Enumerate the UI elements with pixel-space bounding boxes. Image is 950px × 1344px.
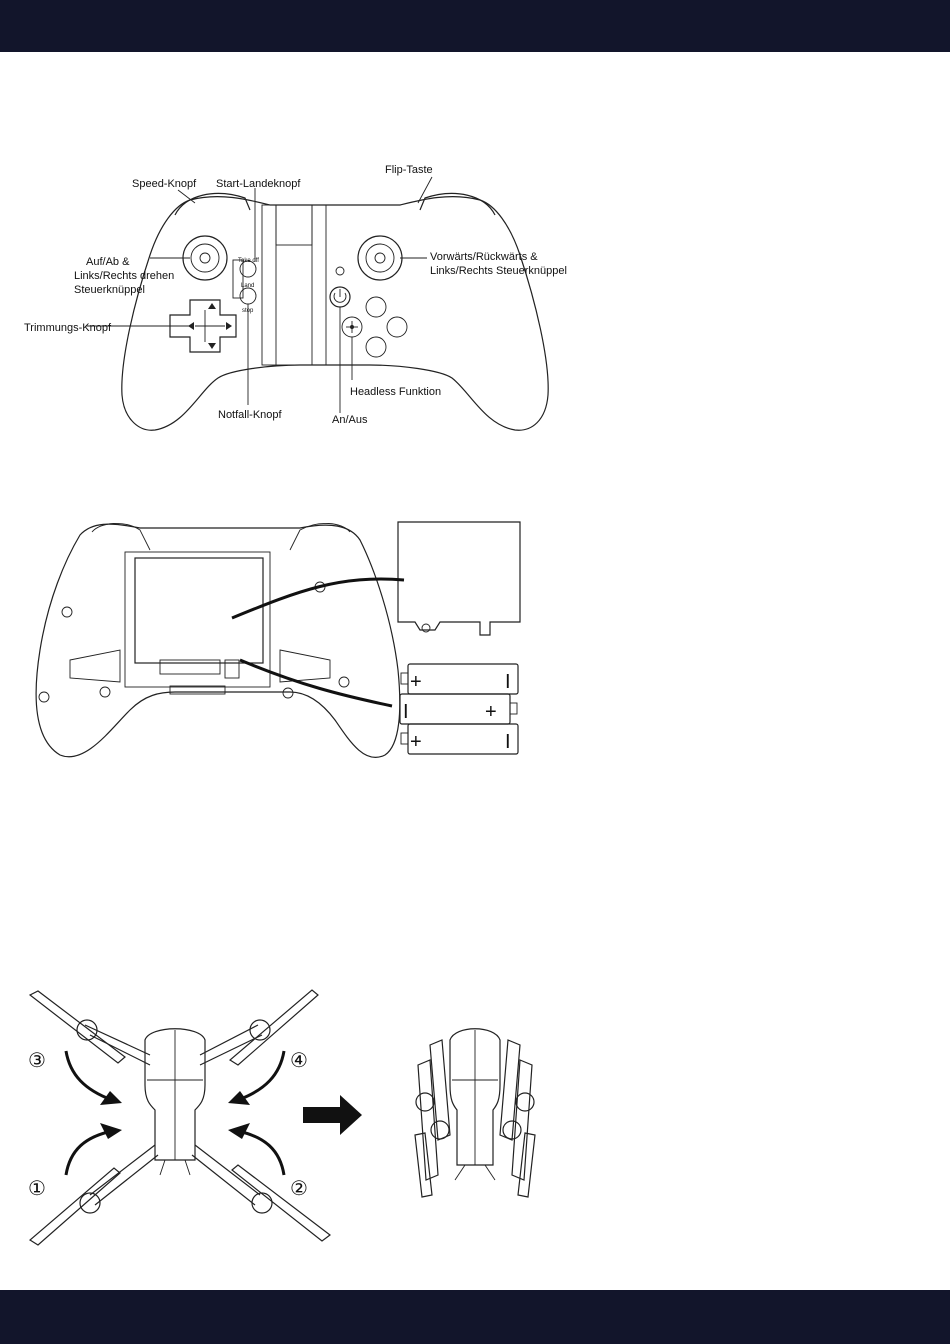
svg-text:+: + (410, 671, 422, 693)
fold-arrow-1 (66, 1131, 112, 1175)
svg-text:I: I (505, 671, 511, 693)
stop-button[interactable] (240, 288, 256, 304)
screw-icon (283, 688, 293, 698)
screw-icon (339, 677, 349, 687)
dpad-down-icon (208, 343, 216, 349)
footer-bar (0, 1290, 950, 1344)
svg-text:I: I (403, 701, 409, 723)
label-power-button: An/Aus (332, 414, 368, 426)
face-button-top[interactable] (366, 297, 386, 317)
connector-line-batteries (240, 660, 392, 706)
label-headless-button: Headless Funktion (350, 386, 441, 398)
battery-3: + I (401, 724, 518, 754)
svg-text:I: I (505, 731, 511, 753)
battery-cover-slot (135, 558, 263, 663)
step-3-label: ③ (28, 1050, 46, 1072)
screw-icon (100, 687, 110, 697)
label-right-stick-2: Links/Rechts Steuerknüppel (430, 265, 567, 277)
battery-compartment (125, 552, 270, 687)
fold-arrow-3 (66, 1051, 112, 1100)
svg-text:+: + (410, 731, 422, 753)
label-left-stick-1: Auf/Ab & (86, 256, 130, 268)
screw-icon (39, 692, 49, 702)
controller-diagram: Take off Land stop Speed-Knopf Start-Lan… (0, 0, 950, 450)
controller-body (122, 197, 548, 431)
battery-2: I + (400, 694, 517, 724)
label-right-stick-1: Vorwärts/Rückwärts & (430, 251, 538, 263)
dpad-right-icon (226, 322, 232, 330)
drone-folded (415, 1029, 535, 1197)
step-1-label: ① (28, 1178, 46, 1200)
status-led (336, 267, 344, 275)
label-start-land-button: Start-Landeknopf (216, 178, 301, 190)
drone-unfolded (30, 990, 330, 1245)
right-stick[interactable] (358, 236, 402, 280)
phone-holder (262, 205, 326, 365)
battery-diagram: + I I + + I (0, 510, 950, 790)
face-button-bottom[interactable] (366, 337, 386, 357)
drone-fold-diagram: ③ ④ ① ② (0, 985, 950, 1255)
controller-back-body (36, 524, 400, 757)
dpad-up-icon (208, 303, 216, 309)
screw-icon (62, 607, 72, 617)
step-2-label: ② (290, 1178, 308, 1200)
battery-1: + I (401, 664, 518, 694)
label-flip-button: Flip-Taste (385, 164, 433, 176)
label-emergency-button: Notfall-Knopf (218, 409, 283, 421)
face-button-right[interactable] (387, 317, 407, 337)
label-speed-button: Speed-Knopf (132, 178, 197, 190)
label-left-stick-2: Links/Rechts drehen (74, 270, 174, 282)
takeoff-text: Take off (238, 258, 259, 264)
label-left-stick-3: Steuerknüppel (74, 284, 145, 296)
transition-arrow-icon (303, 1095, 362, 1135)
battery-cover (398, 522, 520, 635)
svg-text:+: + (485, 701, 497, 723)
step-4-label: ④ (290, 1050, 308, 1072)
label-trim-button: Trimmungs-Knopf (24, 322, 112, 334)
fold-arrow-2 (238, 1131, 284, 1175)
